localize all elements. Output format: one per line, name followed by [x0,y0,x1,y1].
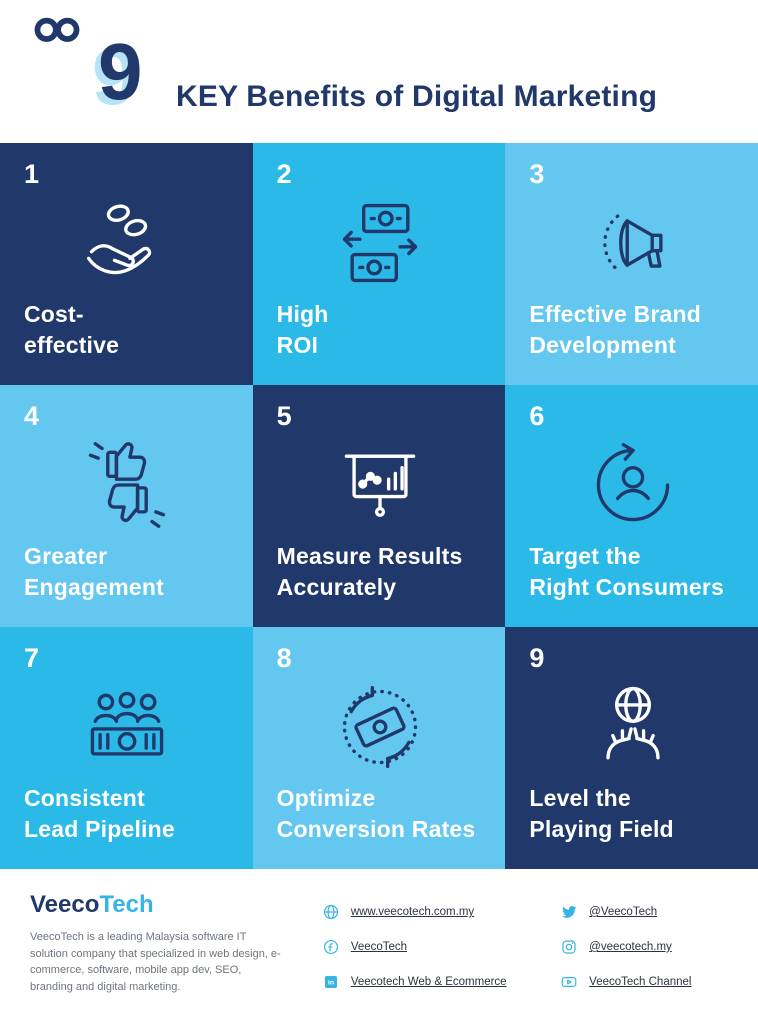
tile-label: Greater Engagement [24,542,165,600]
infinity-logo-icon [34,16,80,46]
header-big-number: 9 [98,27,143,116]
link-website-label[interactable]: www.veecotech.com.my [350,906,475,918]
tile-cost-effective: 1 Cost- effective [0,143,253,385]
tile-measure-results-accurately: 5 Measure Results Accurately [252,385,506,627]
tile-effective-brand-development: 3 Effective Brand Development [505,143,758,385]
footer-links-column-1: www.veecotech.com.my VeecoTech in [322,893,524,991]
tile-label: Optimize Conversion Rates [276,784,476,842]
brand-description: VeecoTech is a leading Malaysia software… [30,931,281,993]
tile-number: 7 [24,643,40,673]
linkedin-icon: in [322,973,340,991]
benefits-grid: 1 Cost- effective 2 [0,143,758,869]
tile-target-right-consumers: 6 Target the Right Consumers [505,385,758,627]
link-instagram-label[interactable]: @veecotech.my [589,941,672,953]
facebook-icon [322,938,340,956]
link-linkedin-label[interactable]: Veecotech Web & Ecommerce [350,976,507,988]
tile-label: Effective Brand Development [529,300,702,358]
tile-number: 4 [24,401,40,431]
level-playing-field-icon [529,672,736,783]
tile-high-roi: 2 High ROI [252,143,506,385]
globe-icon [322,903,340,921]
conversion-cycle-icon [277,672,484,783]
megaphone-icon [529,188,736,299]
brand-block: VeecoTech VeecoTech is a leading Malaysi… [30,893,286,995]
tile-label: High ROI [276,300,329,358]
link-instagram[interactable]: @veecotech.my [560,938,732,956]
link-linkedin[interactable]: in Veecotech Web & Ecommerce [322,973,524,991]
link-youtube-label[interactable]: VeecoTech Channel [589,976,692,988]
tile-label: Measure Results Accurately [276,542,463,600]
tile-label: Cost- effective [24,300,120,358]
brand-logo-part1: Veeco [30,891,100,918]
lead-pipeline-icon [24,672,231,783]
instagram-icon [560,938,578,956]
link-facebook[interactable]: VeecoTech [322,938,524,956]
tile-greater-engagement: 4 Greater Engagement [0,385,253,627]
tile-number: 9 [529,643,545,673]
tile-level-playing-field: 9 Level the Playing Field [505,627,758,869]
youtube-icon [560,973,578,991]
svg-text:in: in [328,980,334,987]
header: 9 KEY Benefits of Digital Marketing [0,0,758,143]
thumbs-up-down-icon [24,430,231,541]
target-consumer-icon [529,430,736,541]
tile-label: Target the Right Consumers [529,542,725,600]
tile-number: 2 [276,159,292,189]
link-facebook-label[interactable]: VeecoTech [350,941,408,953]
brand-logo: VeecoTech [30,893,286,917]
coins-in-hand-icon [24,188,231,299]
link-twitter[interactable]: @VeecoTech [560,903,732,921]
tile-number: 3 [529,159,545,189]
link-youtube[interactable]: VeecoTech Channel [560,973,732,991]
tile-number: 5 [276,401,292,431]
twitter-icon [560,903,578,921]
tile-number: 1 [24,159,40,189]
tile-number: 8 [276,643,292,673]
tile-label: Level the Playing Field [529,784,674,842]
link-twitter-label[interactable]: @VeecoTech [589,906,658,918]
page-title: KEY Benefits of Digital Marketing [176,80,658,113]
presentation-chart-icon [277,430,484,541]
footer-links-column-2: @VeecoTech @veecotech.my [560,893,732,991]
link-website[interactable]: www.veecotech.com.my [322,903,524,921]
footer: VeecoTech VeecoTech is a leading Malaysi… [0,869,758,1024]
tile-optimize-conversion-rates: 8 Optimize Conversion Rates [252,627,506,869]
tile-consistent-lead-pipeline: 7 Consistent Lead Pipeline [0,627,253,869]
tile-number: 6 [529,401,545,431]
money-exchange-icon [277,188,484,299]
brand-logo-part2: Tech [99,891,154,918]
tile-label: Consistent Lead Pipeline [24,784,175,842]
